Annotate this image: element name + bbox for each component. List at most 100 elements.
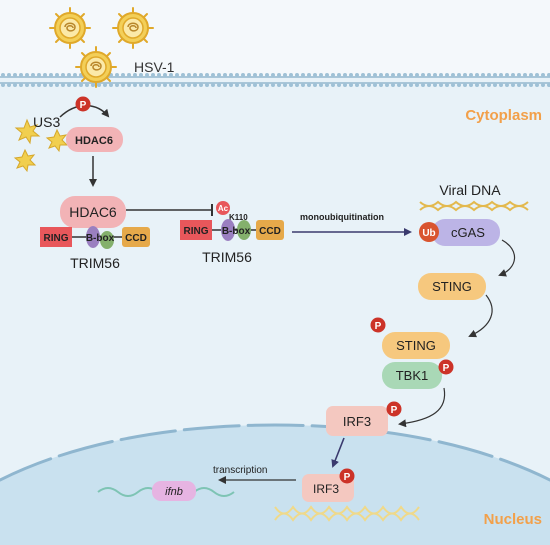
membrane-lipid-dot (259, 83, 263, 87)
us3-label: US3 (33, 114, 60, 130)
membrane-lipid-dot (301, 83, 305, 87)
sting-phospho-label: STING (396, 338, 436, 353)
membrane-lipid-dot (289, 83, 293, 87)
membrane-lipid-dot (337, 73, 341, 77)
sting-phospho-node (382, 332, 450, 359)
membrane-lipid-dot (493, 83, 497, 87)
membrane-lipid-dot (19, 73, 23, 77)
tbk1-label: TBK1 (396, 368, 429, 383)
membrane-lipid-dot (325, 83, 329, 87)
ubiquitin-badge-label: Ub (422, 228, 435, 239)
membrane-lipid-dot (439, 73, 443, 77)
membrane-lipid-dot (79, 83, 83, 87)
monoubiquitination-label: monoubiquitination (300, 212, 384, 222)
hdac6-phospho-label: HDAC6 (75, 135, 113, 147)
membrane-lipid-dot (247, 83, 251, 87)
membrane-lipid-dot (115, 73, 119, 77)
membrane-lipid-dot (1, 83, 5, 87)
membrane-lipid-dot (103, 83, 107, 87)
membrane-lipid-dot (151, 83, 155, 87)
membrane-lipid-dot (439, 83, 443, 87)
membrane-lipid-dot (409, 73, 413, 77)
membrane-lipid-dot (529, 83, 533, 87)
membrane-lipid-dot (277, 83, 281, 87)
membrane-lipid-dot (187, 73, 191, 77)
membrane-lipid-dot (67, 83, 71, 87)
membrane-lipid-dot (511, 73, 515, 77)
membrane-lipid-dot (523, 83, 527, 87)
membrane-lipid-dot (235, 73, 239, 77)
membrane-lipid-dot (343, 83, 347, 87)
membrane-lipid-dot (343, 73, 347, 77)
cgas-to-sting-arrow (498, 239, 516, 277)
membrane-lipid-dot (247, 73, 251, 77)
membrane-lipid-dot (403, 73, 407, 77)
membrane-lipid-dot (73, 73, 77, 77)
membrane-lipid-dot (349, 83, 353, 87)
membrane-lipid-dot (337, 83, 341, 87)
ifnb-gene-label: ifnb (165, 486, 183, 498)
bbox-domain-label: B-box (86, 233, 115, 244)
acetyl-badge-label: Ac (218, 204, 229, 213)
membrane-lipid-dot (271, 73, 275, 77)
cell-membrane (0, 73, 550, 87)
membrane-lipid-dot (421, 83, 425, 87)
membrane-lipid-dot (451, 73, 455, 77)
membrane-lipid-dot (529, 73, 533, 77)
irf3-nuclear-label: IRF3 (313, 482, 339, 496)
membrane-lipid-dot (211, 83, 215, 87)
membrane-lipid-dot (31, 83, 35, 87)
membrane-lipid-dot (433, 73, 437, 77)
virus-icon (49, 7, 91, 49)
membrane-lipid-dot (97, 83, 101, 87)
membrane-lipid-dot (307, 83, 311, 87)
membrane-lipid-dot (193, 83, 197, 87)
membrane-lipid-dot (331, 83, 335, 87)
membrane-lipid-dot (313, 73, 317, 77)
membrane-lipid-dot (541, 73, 545, 77)
membrane-lipid-dot (457, 73, 461, 77)
membrane-lipid-dot (25, 83, 29, 87)
nuclear-envelope (0, 423, 550, 482)
membrane-lipid-dot (43, 73, 47, 77)
membrane-lipid-dot (163, 83, 167, 87)
membrane-lipid-dot (361, 83, 365, 87)
membrane-lipid-dot (265, 73, 269, 77)
membrane-lipid-dot (169, 83, 173, 87)
membrane-lipid-dot (535, 73, 539, 77)
membrane-lipid-dot (517, 83, 521, 87)
membrane-lipid-dot (469, 83, 473, 87)
membrane-lipid-dot (133, 83, 137, 87)
membrane-lipid-dot (151, 73, 155, 77)
phospho-badge-label: P (80, 100, 87, 111)
membrane-lipid-dot (367, 83, 371, 87)
membrane-lipid-dot (37, 73, 41, 77)
membrane-lipid-dot (91, 83, 95, 87)
membrane-lipid-dot (49, 83, 53, 87)
membrane-lipid-dot (181, 83, 185, 87)
irf3-label: IRF3 (343, 414, 371, 429)
membrane-lipid-dot (193, 73, 197, 77)
membrane-lipid-dot (127, 73, 131, 77)
ring-domain-label: RING (184, 226, 209, 237)
membrane-lipid-dot (73, 83, 77, 87)
membrane-lipid-dot (61, 73, 65, 77)
irf3-nuclear-node (302, 474, 354, 502)
acetyl-badge-icon (216, 201, 230, 215)
membrane-lipid-dot (229, 83, 233, 87)
membrane-lipid-dot (175, 83, 179, 87)
membrane-lipid-dot (499, 83, 503, 87)
phospho-badge-label: P (391, 405, 398, 416)
membrane-lipid-dot (463, 73, 467, 77)
membrane-lipid-dot (475, 83, 479, 87)
membrane-lipid-dot (19, 83, 23, 87)
hdac6-label: HDAC6 (69, 204, 117, 220)
virus-icon (75, 46, 117, 88)
membrane-lipid-dot (487, 73, 491, 77)
membrane-lipid-dot (259, 73, 263, 77)
membrane-lipid-dot (319, 73, 323, 77)
membrane-lipid-dot (541, 83, 545, 87)
cytoplasm-label: Cytoplasm (465, 107, 542, 124)
